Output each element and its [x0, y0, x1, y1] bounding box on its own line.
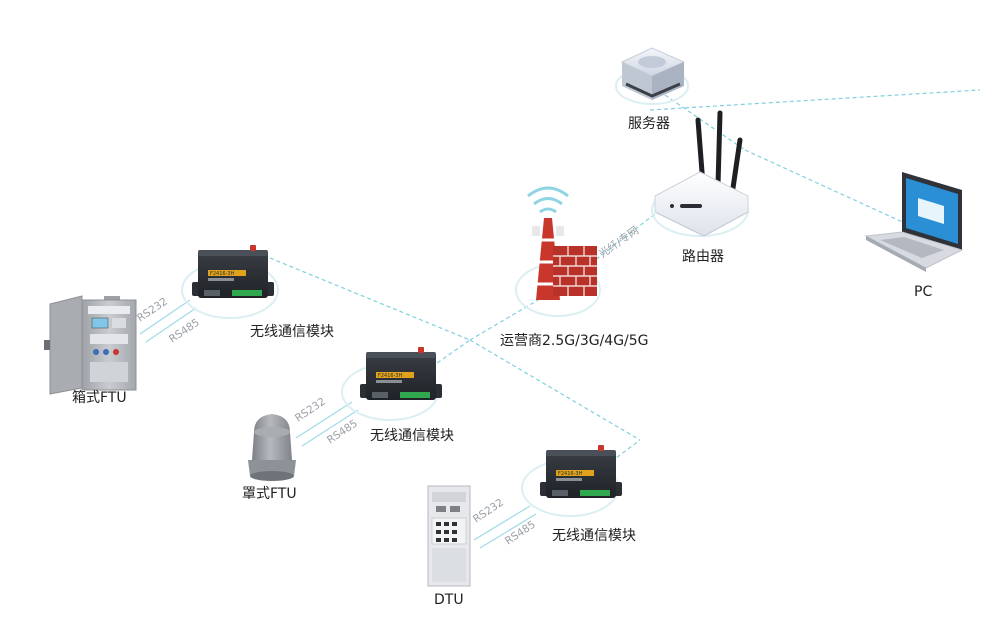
rs485-label-1: RS485: [167, 317, 202, 346]
link-backbone-module3: [469, 339, 641, 441]
module-3-model: F2416-3H: [558, 471, 583, 477]
link-module1-backbone: [269, 257, 471, 341]
module-3-label: 无线通信模块: [552, 528, 636, 544]
link-server-backbone: [649, 89, 981, 111]
connection-lines: [269, 89, 981, 471]
fiber-label: 光纤/专网: [596, 224, 641, 261]
link-tower-router: [584, 209, 661, 269]
link-router-pc: [744, 149, 921, 231]
cover-ftu-icon: [248, 414, 296, 481]
module-1-model: F2416-3H: [210, 271, 235, 277]
router-label: 路由器: [682, 249, 724, 265]
server-label: 服务器: [628, 116, 670, 132]
rs232-label-1: RS232: [135, 296, 170, 325]
module-1-label: 无线通信模块: [250, 324, 334, 340]
cover-ftu-label: 罩式FTU: [242, 486, 297, 502]
wireless-module-1: F2416-3H: [192, 245, 274, 298]
module-2-model: F2416-3H: [378, 373, 403, 379]
server-icon: [620, 47, 686, 100]
module-2-label: 无线通信模块: [370, 428, 454, 444]
serial-cables: [139, 299, 537, 549]
wireless-module-3: F2416-3H: [540, 445, 622, 498]
wireless-module-2: F2416-3H: [360, 347, 442, 400]
box-ftu-label: 箱式FTU: [72, 390, 127, 406]
rs232-label-3: RS232: [471, 497, 506, 526]
firewall-icon: [553, 246, 597, 296]
laptop-icon: [864, 172, 964, 272]
router-icon: [654, 110, 749, 237]
carrier-label: 运营商2.5G/3G/4G/5G: [500, 333, 649, 349]
box-ftu-icon: [44, 295, 137, 395]
link-server-router: [664, 94, 746, 151]
rs485-label-2: RS485: [325, 418, 360, 447]
link-tower-backbone: [469, 289, 556, 341]
dtu-label: DTU: [434, 592, 464, 608]
pc-label: PC: [914, 284, 932, 300]
rs232-label-2: RS232: [293, 396, 328, 425]
dtu-cabinet-icon: [427, 485, 471, 587]
